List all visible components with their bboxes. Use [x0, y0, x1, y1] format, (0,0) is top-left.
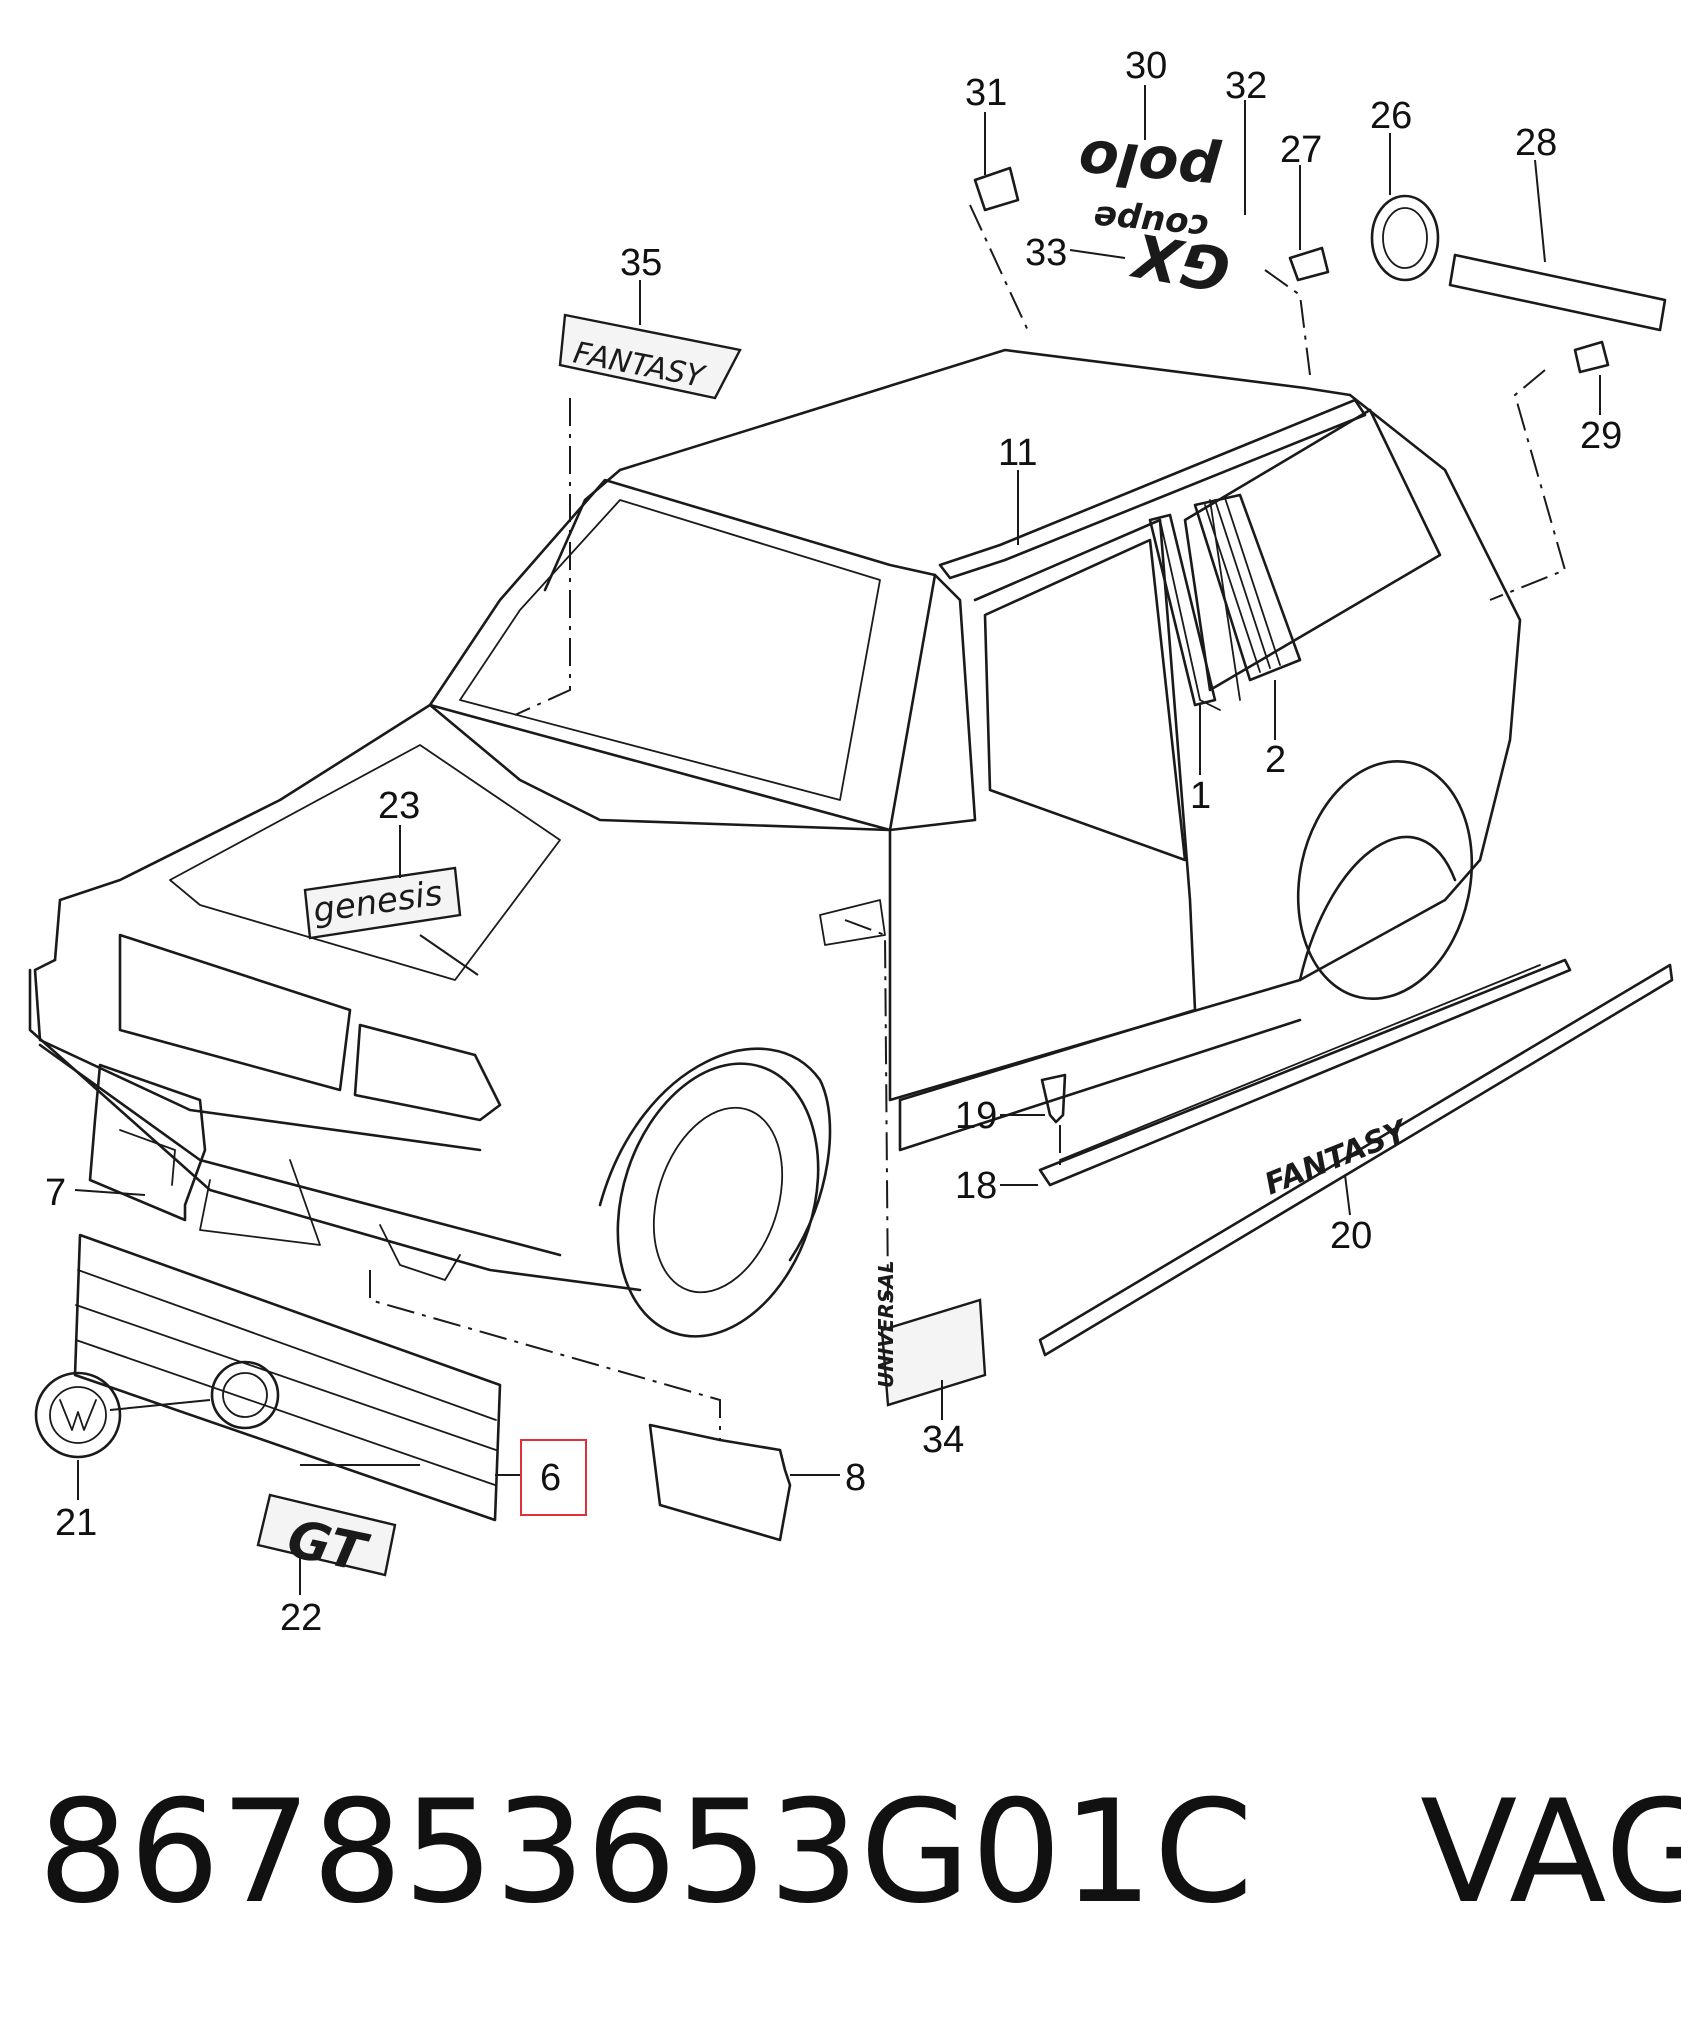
part-rear-strip — [1448, 253, 1667, 332]
part-number-plate-bracket — [88, 1063, 207, 1222]
callout-23: 23 — [378, 785, 420, 827]
callout-2: 2 — [1265, 739, 1286, 781]
highlight-box — [520, 1439, 587, 1516]
badge-fantasy-side: FANTASY — [1260, 1113, 1415, 1203]
badge-genesis-text: genesis — [311, 873, 445, 931]
callout-21: 21 — [55, 1502, 97, 1544]
callout-8: 8 — [845, 1457, 866, 1499]
badge-universal: UNIVERSAL — [874, 1260, 987, 1407]
car-body — [28, 348, 1522, 1338]
callout-35: 35 — [620, 242, 662, 284]
callout-11: 11 — [998, 432, 1037, 474]
part-vw-emblem-rear — [1370, 194, 1440, 282]
callout-33: 33 — [1025, 232, 1067, 274]
callout-29: 29 — [1580, 415, 1622, 457]
part-grille — [73, 1233, 502, 1522]
badge-fantasy-side-text: FANTASY — [1260, 1113, 1415, 1203]
callout-31: 31 — [965, 72, 1007, 114]
badge-gx: GX — [1126, 218, 1235, 304]
reference-lines — [369, 204, 1567, 1440]
callout-32: 32 — [1225, 65, 1267, 107]
part-bumper-bracket — [648, 1423, 792, 1542]
callout-1: 1 — [1190, 775, 1211, 817]
callout-7: 7 — [45, 1172, 66, 1214]
badge-polo: polo — [1076, 126, 1223, 206]
callout-6: 6 — [540, 1457, 561, 1499]
badge-genesis: genesis — [303, 866, 462, 940]
callout-27: 27 — [1280, 129, 1322, 171]
callout-30: 30 — [1125, 45, 1167, 87]
callout-34: 34 — [922, 1419, 964, 1461]
callout-labels: 31 30 32 27 26 28 33 35 29 11 2 1 23 7 1… — [45, 45, 1622, 1639]
part-clips — [973, 166, 1610, 374]
part-number: 867853653G01C — [38, 1770, 1254, 1935]
badge-fantasy-top: FANTASY — [558, 313, 742, 400]
badge-polo-text: polo — [1076, 126, 1223, 206]
callout-20: 20 — [1330, 1215, 1372, 1257]
part-side-moulding — [1038, 963, 1674, 1357]
callout-19: 19 — [955, 1095, 997, 1137]
badge-gx-text: GX — [1126, 218, 1235, 304]
part-vw-emblem-front — [34, 1371, 122, 1459]
callout-22: 22 — [280, 1597, 322, 1639]
callout-18: 18 — [955, 1165, 997, 1207]
badge-coupe: coupe — [1092, 197, 1210, 247]
callout-28: 28 — [1515, 122, 1557, 164]
leader-lines — [74, 85, 1601, 1595]
part-sill-strip — [1038, 958, 1572, 1187]
part-screw — [1040, 1073, 1067, 1124]
parts-diagram: FANTASY polo coupe GX genesis FANTASY GT… — [28, 45, 1674, 1639]
brand-label: VAG — [1420, 1770, 1681, 1935]
badge-gt: GT — [256, 1493, 397, 1585]
part-number-footer: 867853653G01C VAG — [38, 1770, 1681, 1970]
callout-26: 26 — [1370, 95, 1412, 137]
badge-universal-text: UNIVERSAL — [874, 1260, 898, 1388]
badge-coupe-text: coupe — [1092, 197, 1210, 247]
